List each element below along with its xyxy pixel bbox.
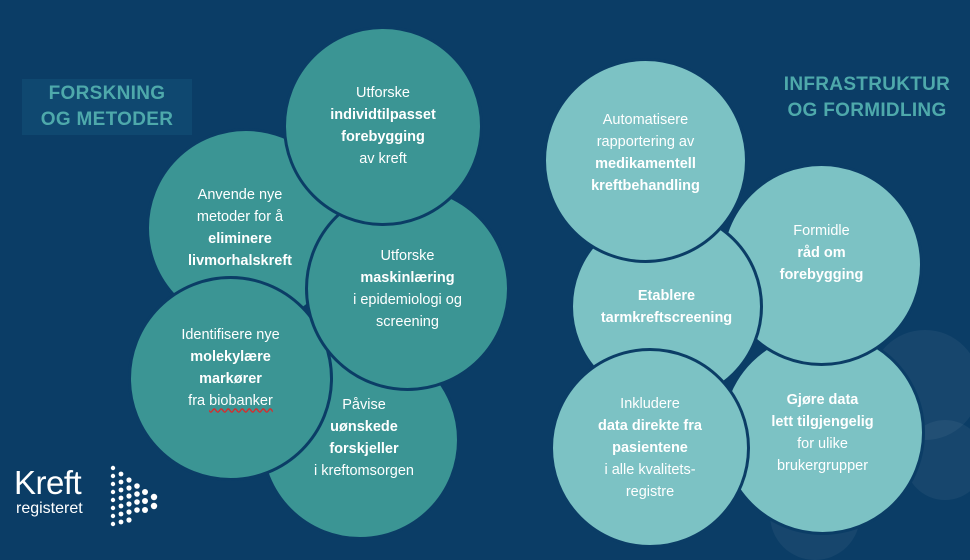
circle-patient-data: Inkludere data direkte fra pasientene i all… xyxy=(550,348,750,548)
circle-text-line: Gjøre data xyxy=(786,391,859,408)
heading-line: FORSKNING xyxy=(48,83,166,104)
heading-research-methods: FORSKNING OG METODER xyxy=(22,79,192,135)
circle-text-line: registre xyxy=(625,484,675,500)
circle-text-line: markører xyxy=(199,370,262,387)
circle-text-line: uønskede xyxy=(330,419,398,435)
circle-text-line: individtilpasset xyxy=(330,107,436,123)
circle-text-line: forebygging xyxy=(341,129,425,145)
circle-text-line: av kreft xyxy=(359,151,407,167)
circle-text: Anvende nye metoder for å eliminere livmorh… xyxy=(188,184,292,272)
heading-infrastructure: INFRASTRUKTUR OG FORMIDLING xyxy=(772,72,962,128)
circle-text-line: Utforske xyxy=(380,247,435,264)
circle-text-line: Påvise xyxy=(342,397,386,413)
circle-text-line: brukergrupper xyxy=(776,457,869,474)
circle-text-line: for ulike xyxy=(797,435,848,452)
circle-text-line: data direkte fra xyxy=(598,418,702,434)
circle-text: Utforske individtilpasset forebygging av kr… xyxy=(330,82,436,170)
circle-text: Identifisere nye molekylære markører fra bi… xyxy=(181,324,279,412)
circle-text-line: Inkludere xyxy=(620,396,680,412)
circle-text-line: Anvende nye xyxy=(197,187,283,203)
circle-individualized-prevention: Utforske individtilpasset forebygging av kr… xyxy=(283,26,483,226)
circle-text-line: Automatisere xyxy=(602,111,689,128)
circle-text-line: screening xyxy=(376,313,439,330)
circle-text-line: fra biobanker xyxy=(188,392,273,409)
circle-text-line: eliminere xyxy=(208,231,272,247)
logo-subtitle: registeret xyxy=(16,500,83,517)
circle-text: Gjøre data lett tilgjengelig for ulike bruk… xyxy=(771,389,873,477)
circle-text-line: i kreftomsorgen xyxy=(314,463,414,479)
circle-text-line: forskjeller xyxy=(329,441,399,457)
circle-text-line: Utforske xyxy=(356,85,410,101)
circle-text-line: Etablere xyxy=(637,287,696,304)
circle-text-line: Formidle xyxy=(793,222,850,239)
circle-text-line: metoder for å xyxy=(196,209,284,225)
circle-text: Etablere tarmkreftscreening xyxy=(601,285,732,329)
kreftregisteret-logo: Kreft registeret xyxy=(14,464,158,527)
circle-text-line: maskinlæring xyxy=(360,269,455,286)
logo-name: Kreft xyxy=(14,464,82,501)
circle-text-line: Identifisere nye xyxy=(181,326,280,343)
circle-text: Utforske maskinlæring i epidemiologi og scr… xyxy=(353,245,462,333)
heading-line: OG METODER xyxy=(40,109,174,130)
heading-line: OG FORMIDLING xyxy=(787,100,947,121)
circle-automate-reporting: Automatisere rapportering av medikamentell… xyxy=(543,58,748,263)
circle-text: Inkludere data direkte fra pasientene i all… xyxy=(598,393,702,503)
circle-text: Automatisere rapportering av medikamentell… xyxy=(591,109,700,197)
circle-text-line: pasientene xyxy=(612,440,688,456)
circle-text-line: rapportering av xyxy=(596,133,695,150)
logo-dots-icon xyxy=(110,465,158,527)
circle-text: Formidle råd om forebygging xyxy=(780,220,864,286)
circle-text: Påvise uønskede forskjeller i kreftomsorgen xyxy=(314,394,414,482)
circle-text-line: livmorhalskreft xyxy=(188,253,292,269)
circle-text-line: råd om xyxy=(797,244,846,261)
circle-text-line: medikamentell xyxy=(595,155,696,172)
circle-text-line: lett tilgjengelig xyxy=(771,413,874,430)
circle-text-line: molekylære xyxy=(190,348,271,365)
circle-text-line: tarmkreftscreening xyxy=(600,309,733,326)
heading-line: INFRASTRUKTUR xyxy=(783,74,951,95)
circle-text-line: i alle kvalitets- xyxy=(604,462,696,478)
circle-text-line: i epidemiologi og xyxy=(353,291,462,308)
circle-text-line: forebygging xyxy=(779,266,864,283)
circle-text-line: kreftbehandling xyxy=(591,177,700,194)
circle-molecular-markers: Identifisere nye molekylære markører fra bi… xyxy=(128,276,333,481)
